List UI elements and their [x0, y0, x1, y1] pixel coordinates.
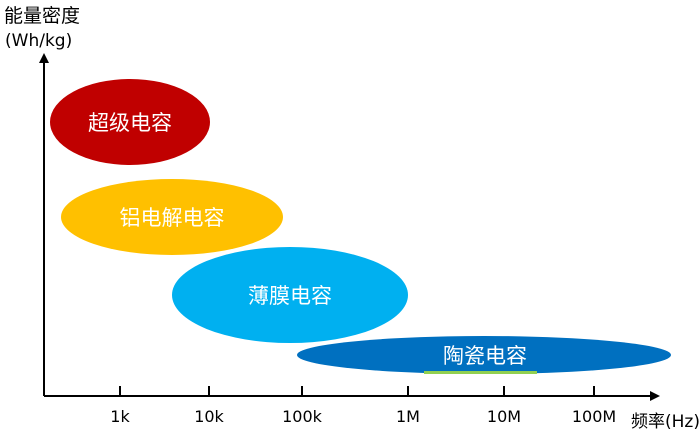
supercap-label: 超级电容 [88, 111, 172, 135]
aluminum-label: 铝电解电容 [120, 206, 225, 230]
film-label: 薄膜电容 [248, 284, 332, 308]
x-tick-label-10m: 10M [487, 407, 521, 426]
ceramic-accent-line [424, 371, 537, 374]
supercap-region [50, 79, 210, 165]
x-tick-label-100k: 100k [282, 407, 323, 426]
x-axis-title: 频率(Hz) [631, 412, 700, 432]
ceramic-label: 陶瓷电容 [443, 344, 527, 368]
y-axis-unit: (Wh/kg) [5, 31, 72, 51]
ceramic-region [297, 336, 671, 374]
aluminum-region [61, 179, 283, 255]
x-tick-label-10k: 10k [194, 407, 224, 426]
x-tick-label-1k: 1k [110, 407, 130, 426]
x-tick-label-1m: 1M [396, 407, 420, 426]
y-axis-title: 能量密度 [4, 5, 80, 27]
film-region [172, 247, 408, 343]
x-tick-label-100m: 100M [572, 407, 616, 426]
